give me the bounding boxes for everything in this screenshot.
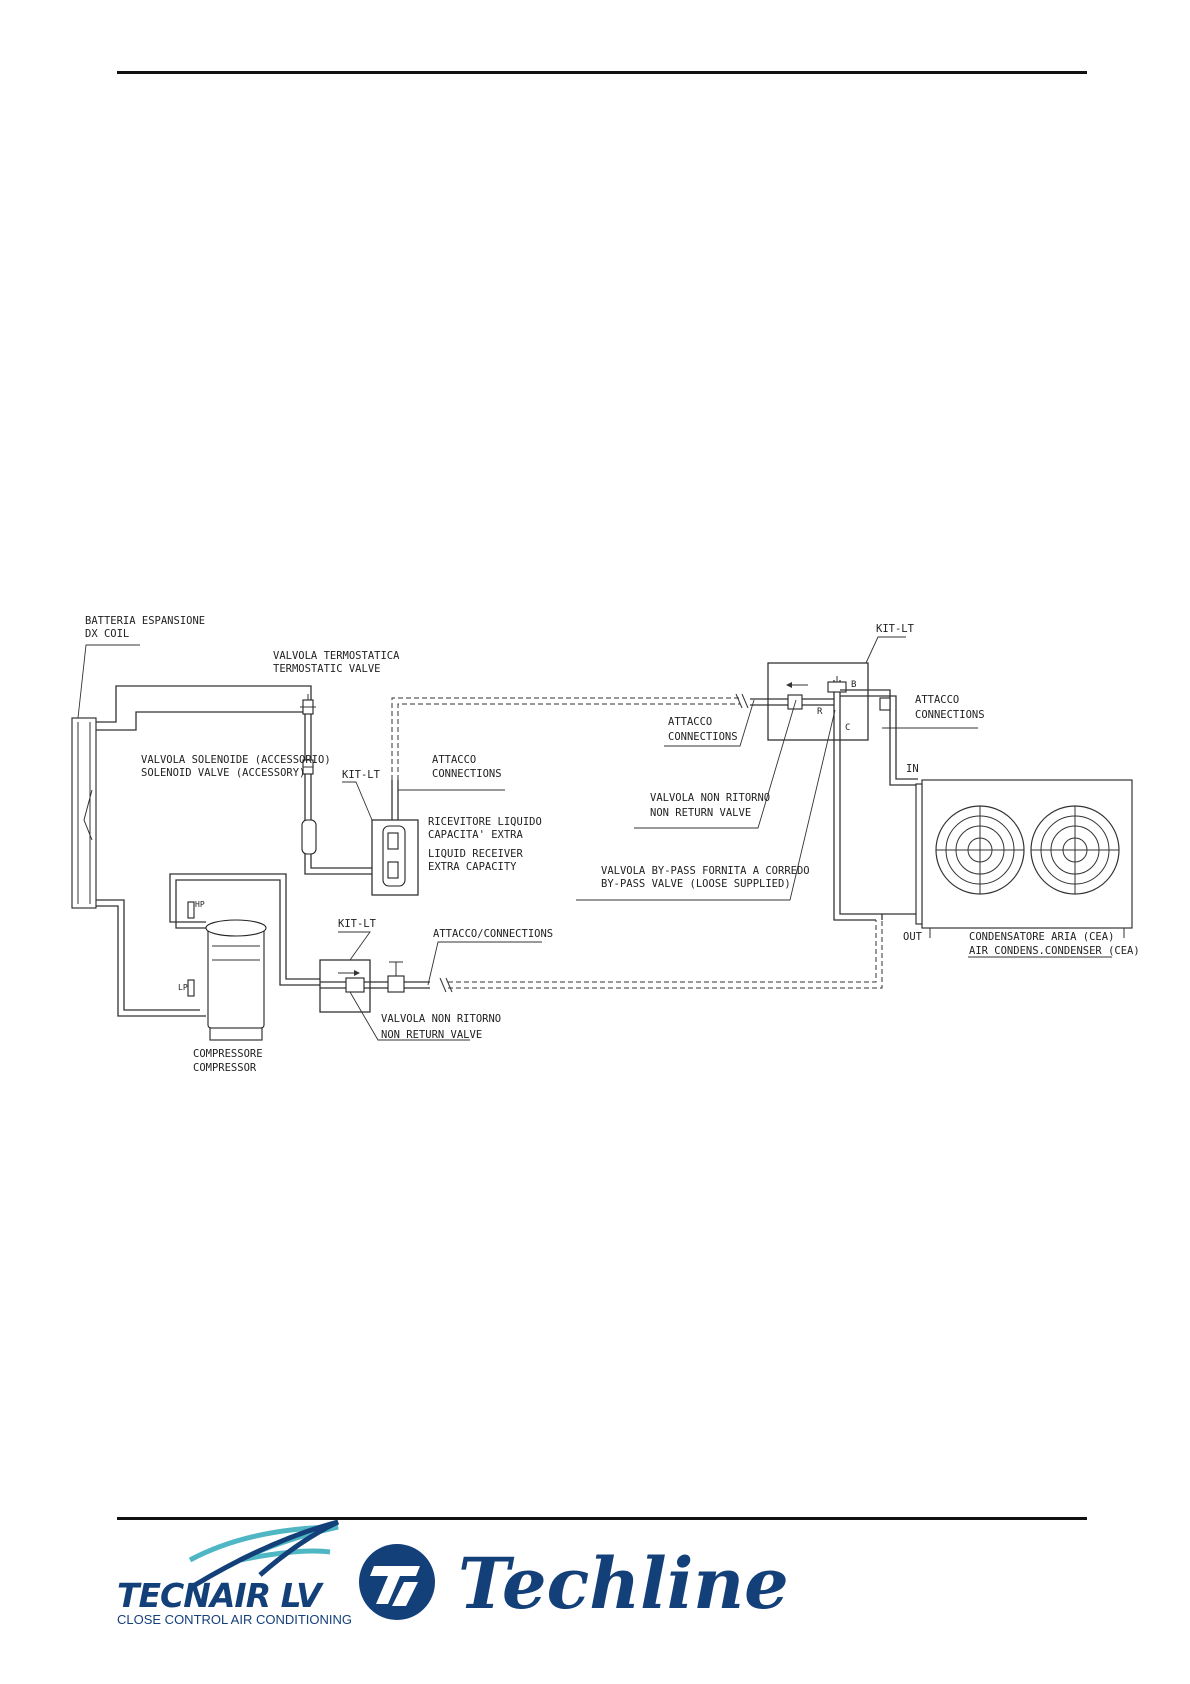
kit-lt-bypass-box	[750, 662, 869, 741]
air-condenser	[915, 779, 1133, 938]
kit-lt-3-leader	[865, 636, 906, 664]
techline-emblem	[359, 1544, 435, 1620]
dx-coil-label-en: DX COIL	[85, 628, 129, 640]
thermo-valve-label-it: VALVOLA TERMOSTATICA	[273, 650, 400, 662]
attacco-1-label-en: CONNECTIONS	[432, 768, 502, 780]
solenoid-label-en: SOLENOID VALVE (ACCESSORY)	[141, 767, 305, 779]
port-c: C	[845, 723, 850, 733]
condenser-piping	[833, 689, 918, 921]
liquid-line	[96, 685, 378, 1017]
compressor-label-en: COMPRESSOR	[193, 1062, 257, 1074]
condenser-out-label: OUT	[903, 931, 923, 943]
tecnair-logo	[188, 1519, 340, 1588]
nrv-1-leader	[349, 991, 470, 1041]
solenoid-label-it: VALVOLA SOLENOIDE (ACCESSORIO)	[141, 754, 331, 766]
attacco-1-label-it: ATTACCO	[432, 754, 476, 766]
header-rule	[117, 71, 1087, 74]
bypass-label-it: VALVOLA BY-PASS FORNITA A CORREDO	[601, 865, 810, 877]
kit-lt-receiver-box	[371, 819, 419, 896]
attacco-3-label-en: CONNECTIONS	[668, 731, 738, 743]
dx-coil-label-it: BATTERIA ESPANSIONE	[85, 615, 205, 627]
dx-coil-leader	[77, 644, 140, 719]
solenoid-valve	[302, 759, 314, 775]
condenser-fan-1	[935, 805, 1025, 895]
tecnair-wordmark: TECNAIR LV	[117, 1576, 324, 1615]
bypass-label-en: BY-PASS VALVE (LOOSE SUPPLIED)	[601, 878, 791, 890]
nrv-2-label-en: NON RETURN VALVE	[650, 807, 751, 819]
nrv-2-leader	[634, 699, 797, 829]
port-b: B	[851, 680, 856, 690]
footer-rule	[117, 1517, 1087, 1520]
thermostatic-valve	[300, 694, 316, 715]
kit-lt-3-label: KIT-LT	[876, 623, 915, 635]
attacco-2-leader	[427, 941, 542, 986]
hp-label: HP	[195, 900, 205, 909]
nrv-2-label-it: VALVOLA NON RITORNO	[650, 792, 770, 804]
attacco-4-label-it: ATTACCO	[915, 694, 959, 706]
receiver-label-en2: EXTRA CAPACITY	[428, 861, 517, 873]
hp-switch	[187, 901, 195, 919]
compressor	[205, 919, 267, 1041]
receiver-label-en1: LIQUID RECEIVER	[428, 848, 524, 860]
dx-coil	[71, 717, 97, 909]
attacco-4-label-en: CONNECTIONS	[915, 709, 985, 721]
filter-drier	[301, 819, 317, 855]
thermo-valve-label-en: TERMOSTATIC VALVE	[273, 663, 380, 675]
field-discharge-line	[439, 920, 883, 993]
condenser-fan-2	[1030, 805, 1120, 895]
lp-label: LP	[178, 983, 188, 992]
nrv-1-label-en: NON RETURN VALVE	[381, 1029, 482, 1041]
kit-lt-1-leader	[342, 781, 373, 821]
attacco-3-leader	[664, 699, 755, 747]
discharge-pipe-to-field	[320, 961, 430, 993]
receiver-label-it2: CAPACITA' EXTRA	[428, 829, 524, 841]
condenser-label-en: AIR CONDENS.CONDENSER (CEA)	[969, 945, 1140, 957]
port-r: R	[817, 707, 823, 717]
attacco-2-label: ATTACCO/CONNECTIONS	[433, 928, 553, 940]
kit-lt-1-label: KIT-LT	[342, 769, 381, 781]
condenser-label-it: CONDENSATORE ARIA (CEA)	[969, 931, 1114, 943]
receiver-label-it1: RICEVITORE LIQUIDO	[428, 816, 542, 828]
condenser-in-label: IN	[906, 763, 919, 775]
nrv-1-label-it: VALVOLA NON RITORNO	[381, 1013, 501, 1025]
lp-switch	[187, 979, 195, 997]
attacco-3-label-it: ATTACCO	[668, 716, 712, 728]
kit-lt-2-leader	[338, 931, 371, 961]
tecnair-subtitle: CLOSE CONTROL AIR CONDITIONING	[117, 1612, 352, 1627]
techline-wordmark: Techline	[458, 1542, 789, 1625]
field-liquid-line	[391, 693, 749, 780]
compressor-label-it: COMPRESSORE	[193, 1048, 263, 1060]
kit-lt-2-label: KIT-LT	[338, 918, 377, 930]
bypass-leader	[576, 709, 836, 901]
